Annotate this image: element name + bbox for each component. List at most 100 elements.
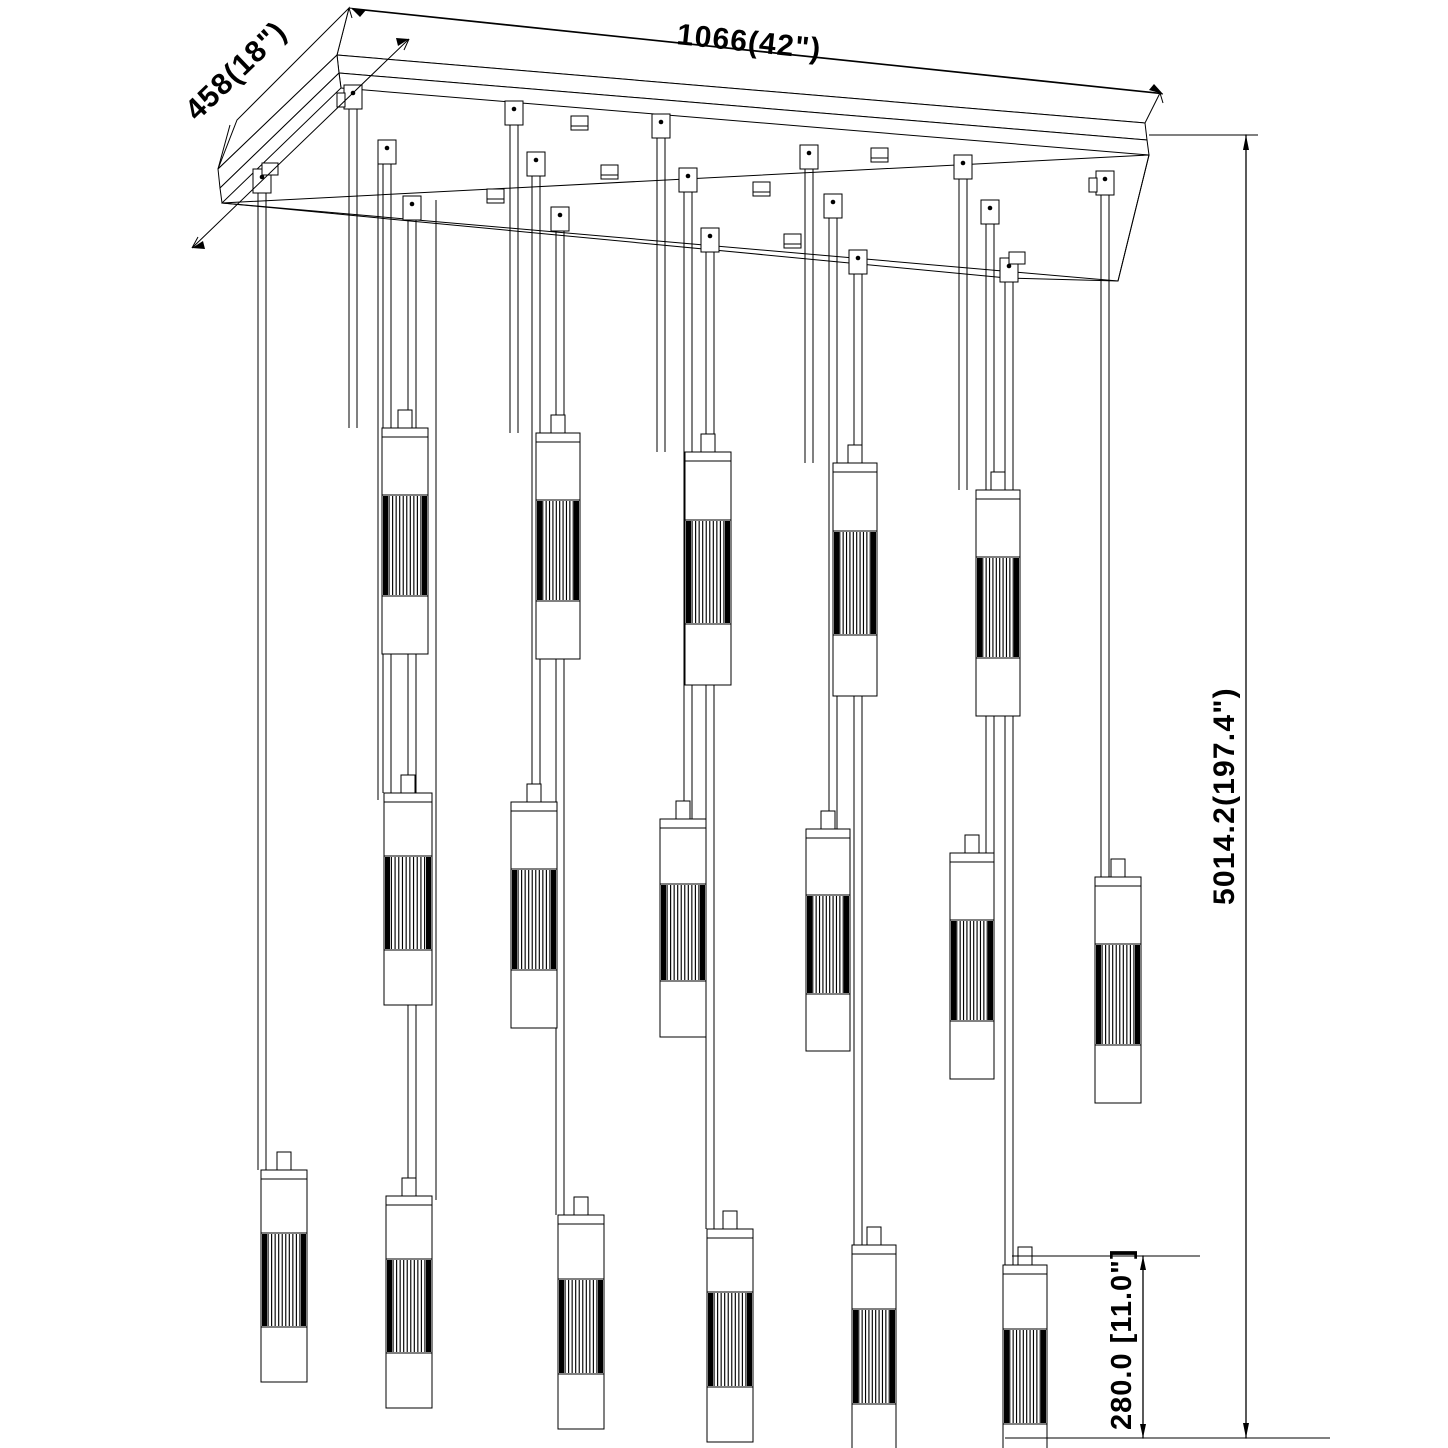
suspension-cable [348, 109, 358, 428]
canopy-spacer-block [486, 188, 505, 204]
cable-mount-block [700, 227, 720, 253]
pendant-stem [573, 1196, 589, 1216]
pendant-upper-body [381, 436, 429, 496]
pendant-fixture [975, 471, 1021, 717]
pendant-lower-body [557, 1373, 605, 1430]
pendant-fluted-shade [557, 1278, 605, 1375]
pendant-fluted-shade [1094, 943, 1142, 1046]
pendant-fixture [385, 1177, 433, 1409]
pendant-upper-body [535, 441, 581, 501]
cable-mount-block [823, 193, 843, 219]
pendant-lower-body [1002, 1423, 1048, 1448]
suspension-cable [509, 125, 519, 433]
cable-mount-block [550, 206, 570, 232]
pendant-fluted-shade [659, 883, 707, 982]
dimension-body-height-label: 280.0 [11.0"] [1106, 1248, 1138, 1430]
dimension-width [348, 7, 1164, 104]
pendant-cap-band [659, 818, 707, 829]
suspension-cable [656, 138, 666, 452]
cable-mount-block [678, 167, 698, 193]
pendant-fixture [805, 810, 851, 1052]
pendant-stem [700, 433, 716, 453]
suspension-cable [705, 252, 715, 1229]
pendant-stem [550, 414, 566, 434]
pendant-stem [400, 774, 416, 794]
cable-mount-block [999, 251, 1026, 283]
suspension-cable [1004, 282, 1014, 1265]
pendant-upper-body [260, 1178, 308, 1234]
cable-mount-block [526, 151, 546, 177]
pendant-cap-band [805, 828, 851, 839]
pendant-fixture [557, 1196, 605, 1430]
pendant-upper-body [557, 1223, 605, 1280]
pendant-upper-body [659, 827, 707, 885]
pendant-upper-body [949, 861, 995, 921]
cable-mount-block [377, 139, 397, 165]
pendant-upper-body [383, 801, 433, 857]
pendant-stem [276, 1151, 292, 1171]
pendant-cap-band [706, 1228, 754, 1239]
pendant-stem [820, 810, 836, 830]
cable-mount-block [402, 195, 422, 221]
pendant-upper-body [851, 1253, 897, 1310]
pendant-fluted-shade [385, 1258, 433, 1354]
canopy-underside-back-edge [221, 202, 1008, 279]
pendant-fluted-shade [383, 855, 433, 951]
canopy-spacer-block [570, 115, 589, 131]
pendant-lower-body [975, 657, 1021, 717]
pendant-stem [1110, 858, 1126, 878]
pendant-fixture [851, 1226, 897, 1448]
pendant-cap-band [949, 852, 995, 863]
pendant-upper-body [1002, 1273, 1048, 1330]
pendant-stem [401, 1177, 417, 1197]
pendant-upper-body [684, 460, 732, 521]
pendant-fluted-shade [510, 868, 558, 971]
pendant-cap-band [851, 1244, 897, 1255]
pendant-cap-band [510, 801, 558, 812]
pendant-cap-band [383, 792, 433, 803]
canopy-spacer-block [870, 147, 889, 163]
pendant-stem [866, 1226, 882, 1246]
pendant-cap-band [684, 451, 732, 462]
pendant-cap-band [385, 1195, 433, 1206]
pendant-cap-band [832, 462, 878, 473]
pass-through-cable-group [377, 164, 437, 1200]
suspension-cable [1100, 195, 1110, 877]
pendant-stem [722, 1210, 738, 1230]
pendant-upper-body [1094, 885, 1142, 945]
pendant-upper-body [510, 810, 558, 870]
pendant-lower-body [832, 634, 878, 697]
cable-mount-block [651, 113, 671, 139]
pendant-lower-body [805, 993, 851, 1052]
pendant-fixture [832, 444, 878, 697]
pendant-lower-body [385, 1352, 433, 1409]
cable-mount-block [1088, 170, 1115, 196]
pendant-lower-body [949, 1020, 995, 1080]
pendant-stem [990, 471, 1006, 491]
pendant-cap-band [260, 1169, 308, 1180]
suspension-cable [555, 231, 565, 1215]
suspension-cable [853, 274, 863, 1245]
pendant-fixture [510, 783, 558, 1029]
pendant-fixture [535, 414, 581, 660]
canopy-underside-right-edge [1006, 154, 1150, 282]
canopy-spacer-block [783, 233, 802, 249]
pendant-cap-band [975, 489, 1021, 500]
pendant-upper-body [832, 471, 878, 532]
pendant-fixture [706, 1210, 754, 1443]
suspension-cable [407, 220, 417, 1196]
pendant-fixture [949, 834, 995, 1080]
pendant-lower-body [383, 949, 433, 1006]
pendant-lower-body [706, 1386, 754, 1443]
pendant-fixture [1002, 1246, 1048, 1448]
pendant-upper-body [805, 837, 851, 896]
suspension-cable [958, 179, 968, 490]
pendant-fluted-shade [381, 494, 429, 597]
canopy-spacer-block-group [486, 115, 889, 249]
pendant-lower-body [1094, 1044, 1142, 1104]
cable-mount-block [848, 249, 868, 275]
pendant-lower-body [851, 1403, 897, 1448]
pendant-cap-band [557, 1214, 605, 1225]
canopy-spacer-block [752, 181, 771, 197]
